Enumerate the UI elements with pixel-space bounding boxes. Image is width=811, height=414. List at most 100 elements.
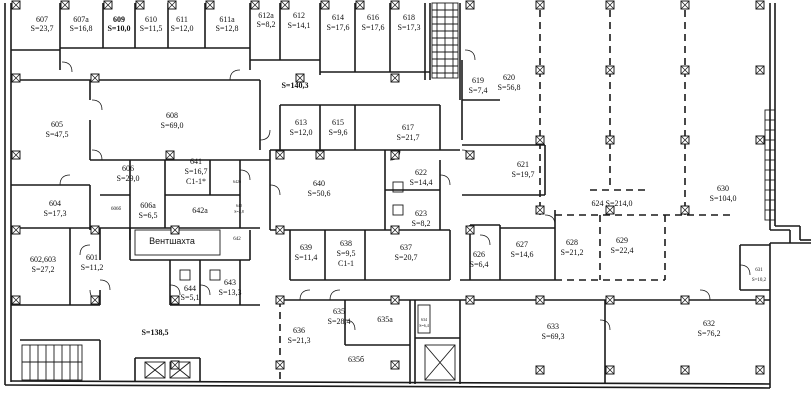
column-cross [465,295,475,305]
room-612-area: S=14,1 [288,21,311,30]
column-cross [103,0,113,10]
column-cross [170,225,180,235]
restroom-icons [179,181,404,281]
room-641-area: S=16,7 [185,167,208,176]
column-cross [11,295,21,305]
room-640-small-area: S=2,8 [234,209,243,215]
room-609-area: S=10,0 [107,24,130,33]
room-622-area: S=14,4 [410,178,433,187]
column-cross [680,295,690,305]
room-608-area: S=69,0 [161,121,184,130]
room-644-area: S=5,1 [181,293,200,302]
column-cross [167,0,177,10]
column-cross [535,0,545,10]
room-605-area: S=47,5 [46,130,69,139]
room-638-area: S=9,5 [337,249,356,258]
room-608-number: 608 [166,111,178,120]
column-cross [680,205,690,215]
column-cross [90,73,100,83]
room-640-small-number: 640 [236,203,242,208]
column-cross [390,295,400,305]
column-cross [390,150,400,160]
room-640-area: S=50,6 [308,189,331,198]
column-cross [390,225,400,235]
column-cross [355,0,365,10]
column-cross [605,365,615,375]
column-cross [680,135,690,145]
column-cross [11,150,21,160]
room-617-area: S=21,7 [397,133,420,142]
room-621-area: S=19,7 [512,170,535,179]
room-633-area: S=69,3 [542,332,565,341]
column-cross [11,0,21,10]
room-606a-number: 606а [140,201,156,210]
column-cross [11,225,21,235]
restroom-icon [209,269,221,281]
column-cross [320,0,330,10]
interior-walls [11,3,770,384]
room-635-area: S=28,4 [328,317,351,326]
room-615-number: 615 [332,118,344,127]
column-cross [390,360,400,370]
room-606b-number: 606б [111,207,122,212]
column-cross [275,150,285,160]
room-636-area: S=21,3 [288,336,311,345]
column-cross [755,65,765,75]
column-cross [680,65,690,75]
room-637-number: 637 [400,243,412,252]
room-633-number: 633 [547,322,559,331]
room-628-area: S=21,2 [561,248,584,257]
column-cross [535,65,545,75]
column-cross [755,365,765,375]
column-cross [755,0,765,10]
room-627-number: 627 [516,240,528,249]
column-cross [605,0,615,10]
room-632-number: 632 [703,319,715,328]
column-cross [465,225,475,235]
column-cross [535,295,545,305]
room-601-area: S=11,2 [81,263,104,272]
ventshaft-label: Вентшахта [149,236,195,246]
room-636-number: 636 [293,326,305,335]
room-630-number: 630 [717,184,729,193]
room-639-number: 639 [300,243,312,252]
column-cross [275,295,285,305]
room-609-number: 609 [113,15,125,24]
room-612-number: 612 [293,11,305,20]
column-cross [605,135,615,145]
column-cross [205,0,215,10]
room-635b-number: 635б [348,355,364,364]
column-cross [60,0,70,10]
room-626-number: 626 [473,250,485,259]
column-cross [295,73,305,83]
column-cross [535,135,545,145]
column-cross [680,365,690,375]
column-cross [390,0,400,10]
column-cross [315,150,325,160]
column-cross [605,295,615,305]
room-611-number: 611 [176,15,188,24]
room-642b-number: 642б [233,179,241,184]
column-cross [535,205,545,215]
column-cross [90,295,100,305]
room-639-area: S=11,4 [295,253,318,262]
room-624-label: 624 S=214,0 [592,199,633,208]
room-630-area: S=104,0 [710,194,737,203]
room-607a-number: 607а [73,15,89,24]
column-cross [465,0,475,10]
restroom-icon [392,181,404,193]
column-cross [605,205,615,215]
room-629-number: 629 [616,236,628,245]
column-cross [390,73,400,83]
room-626-area: S=6,4 [470,260,489,269]
room-606-number: 606 [122,164,134,173]
room-606a-area: S=6,5 [139,211,158,220]
room-601-number: 601 [86,253,98,262]
room-602-number: 602,603 [30,255,56,264]
room-604-area: S=17,3 [44,209,67,218]
room-621-number: 621 [517,160,529,169]
column-cross [90,225,100,235]
room-labels: 607 S=23,7 607а S=16,8 609 S=10,0 610 S=… [30,11,767,364]
room-623-area: S=8,2 [412,219,431,228]
